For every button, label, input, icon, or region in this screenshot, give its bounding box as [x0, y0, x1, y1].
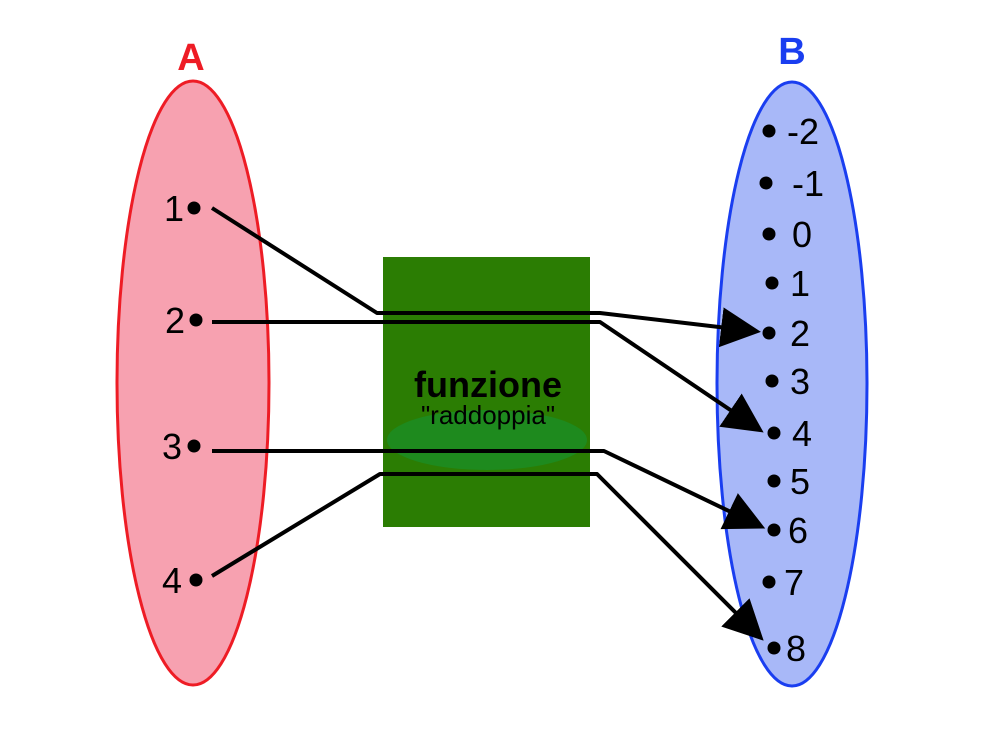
element-dot	[187, 201, 201, 215]
mapping-arrow-3-to-6	[212, 449, 766, 530]
element-label: 1	[164, 188, 184, 229]
set-element-b--2: -2	[762, 111, 819, 152]
element-dot	[765, 374, 779, 388]
set-element-b-7: 7	[762, 562, 804, 603]
function-box-blob	[387, 410, 587, 470]
element-dot	[759, 176, 773, 190]
element-dot	[767, 523, 781, 537]
element-label: -1	[792, 163, 824, 204]
mapping-arrow-2-to-4	[212, 320, 764, 433]
element-label: 5	[790, 461, 810, 502]
element-dot	[762, 124, 776, 138]
mapping-arrow-1-to-2	[210, 206, 761, 348]
set-element-b-5: 5	[767, 461, 810, 502]
set-element-b-3: 3	[765, 361, 810, 402]
element-label: 3	[790, 361, 810, 402]
set-element-a-2: 2	[165, 300, 203, 341]
element-label: 3	[162, 426, 182, 467]
element-dot	[767, 474, 781, 488]
element-dot	[767, 426, 781, 440]
element-dot	[767, 641, 781, 655]
set-element-b-8: 8	[767, 628, 806, 669]
set-a-ellipse	[115, 79, 271, 687]
set-b-elements: -2 -1 0 1 2 3 4 5 6 7 8	[759, 111, 824, 669]
set-element-b-6: 6	[767, 510, 808, 551]
element-label: 7	[784, 562, 804, 603]
element-label: -2	[787, 111, 819, 152]
element-label: 4	[792, 413, 812, 454]
element-label: 2	[165, 300, 185, 341]
function-box	[383, 257, 590, 527]
set-element-b-2: 2	[762, 313, 810, 354]
set-element-a-1: 1	[164, 188, 201, 229]
function-box-subtitle: "raddoppia"	[421, 400, 555, 430]
element-dot	[189, 573, 203, 587]
set-a-title: A	[177, 37, 204, 79]
element-label: 4	[162, 560, 182, 601]
set-a-elements: 1 2 3 4	[162, 188, 203, 601]
set-element-a-4: 4	[162, 560, 203, 601]
element-dot	[762, 326, 776, 340]
function-box-title: funzione	[414, 364, 562, 405]
element-label: 2	[790, 313, 810, 354]
set-element-b--1: -1	[759, 163, 824, 204]
set-element-b-4: 4	[767, 413, 812, 454]
set-b-ellipse	[715, 80, 869, 688]
element-label: 1	[790, 263, 810, 304]
element-label: 0	[792, 214, 812, 255]
set-element-a-3: 3	[162, 426, 201, 467]
element-dot	[187, 439, 201, 453]
mapping-arrows	[210, 206, 766, 641]
element-label: 6	[788, 510, 808, 551]
element-dot	[189, 313, 203, 327]
element-dot	[765, 276, 779, 290]
element-dot	[762, 575, 776, 589]
set-element-b-0: 0	[762, 214, 812, 255]
set-b-title: B	[778, 31, 805, 73]
set-element-b-1: 1	[765, 263, 810, 304]
mapping-arrow-4-to-8	[210, 472, 764, 641]
element-dot	[762, 227, 776, 241]
element-label: 8	[786, 628, 806, 669]
